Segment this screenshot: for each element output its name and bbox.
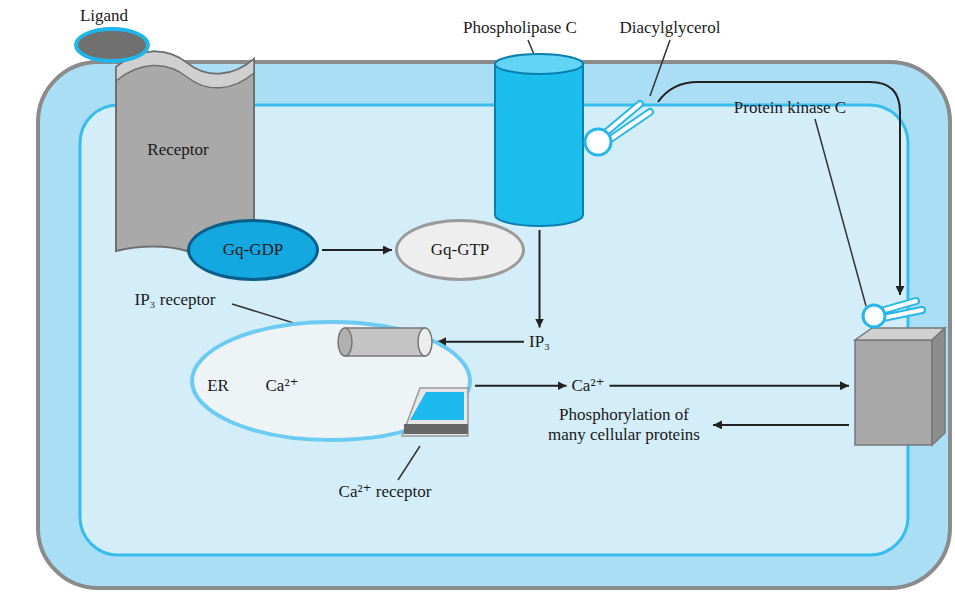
node-text: Ligand	[80, 6, 128, 26]
arrow-connector	[609, 385, 849, 387]
node-text: ER	[207, 376, 229, 396]
arrow-connector	[475, 385, 567, 387]
leader-line	[398, 446, 420, 480]
channel-cylinder: IP₃ receptor	[336, 326, 434, 358]
arrow-connector	[322, 249, 392, 251]
node-text: Diacylglycerol	[619, 18, 720, 38]
leader-line	[650, 40, 670, 96]
node-text: Receptor	[147, 140, 208, 160]
node-text: IP₃	[529, 332, 550, 352]
arrow-connector	[658, 82, 900, 295]
node-text: Protein kinase C	[734, 98, 846, 118]
ion-label: Ca²⁺	[570, 375, 607, 397]
messenger-label: IP₃	[527, 331, 552, 353]
channel-tab: Ca²⁺ receptor	[398, 384, 472, 442]
leader-line	[815, 119, 866, 306]
node-text: Phospholipase C	[463, 18, 577, 38]
plasma-membrane	[38, 62, 950, 588]
arrow-connector	[713, 424, 849, 426]
g-protein-oval: Gq-GTP	[395, 219, 525, 281]
outcome-label: Phosphorylation of many cellular protein…	[538, 404, 710, 447]
node-text: Gq-GDP	[223, 240, 283, 260]
ligand-oval: Ligand	[74, 27, 150, 63]
enzyme-cylinder: Phospholipase C	[493, 52, 585, 227]
lipid-molecule-outline	[582, 100, 656, 158]
node-text: Gq-GTP	[431, 240, 490, 260]
node-text: Phosphorylation of many cellular protein…	[540, 405, 708, 446]
kinase-cube-outline	[852, 298, 948, 448]
node-text: Ca²⁺	[572, 376, 605, 396]
node-text: Ca²⁺	[266, 376, 299, 396]
kinase-cube: Protein kinase C	[852, 298, 948, 448]
channel-cylinder-outline	[336, 326, 434, 358]
arrow-connector	[437, 341, 524, 343]
node-text: IP₃ receptor	[135, 290, 216, 310]
node-text: Ca²⁺ receptor	[339, 482, 432, 502]
arrow-connector	[539, 230, 541, 328]
g-protein-oval: Gq-GDP	[187, 219, 319, 281]
lipid-molecule: Diacylglycerol	[582, 100, 656, 158]
channel-tab-outline	[398, 384, 472, 442]
enzyme-cylinder-outline	[493, 52, 585, 227]
